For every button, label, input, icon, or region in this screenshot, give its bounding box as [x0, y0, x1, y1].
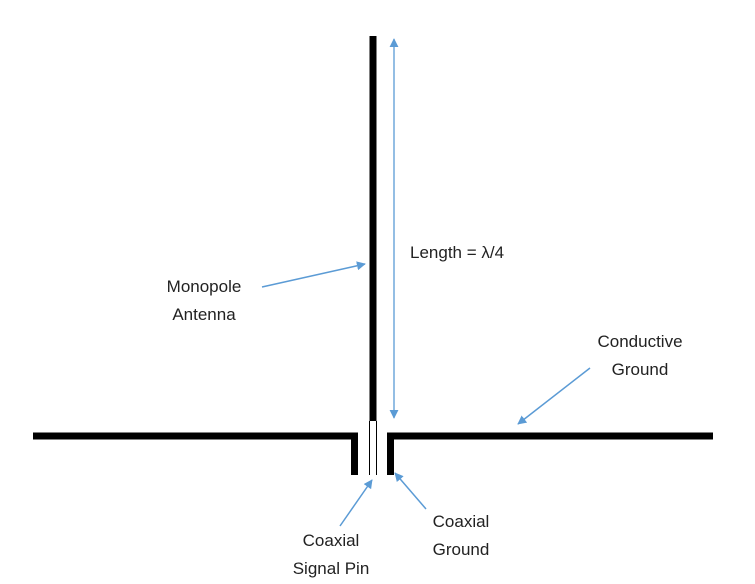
- monopole-label-line2: Antenna: [172, 305, 236, 324]
- conductive-ground-pointer-arrow: [517, 367, 591, 425]
- coax-ground-pointer-arrow: [394, 472, 427, 510]
- length-label: Length = λ/4: [410, 243, 504, 262]
- coax-signal-pin-label-line2: Signal Pin: [293, 559, 370, 578]
- monopole-pointer-arrow: [261, 261, 366, 288]
- monopole-label-line1: Monopole: [167, 277, 242, 296]
- coax-pin-pointer-arrow: [339, 479, 373, 527]
- conductive-ground-label-line2: Ground: [612, 360, 669, 379]
- coax-ground-label-line2: Ground: [433, 540, 490, 559]
- coax-ground-label-line1: Coaxial: [433, 512, 490, 531]
- coax-signal-pin-label-line1: Coaxial: [303, 531, 360, 550]
- conductive-ground-label-line1: Conductive: [597, 332, 682, 351]
